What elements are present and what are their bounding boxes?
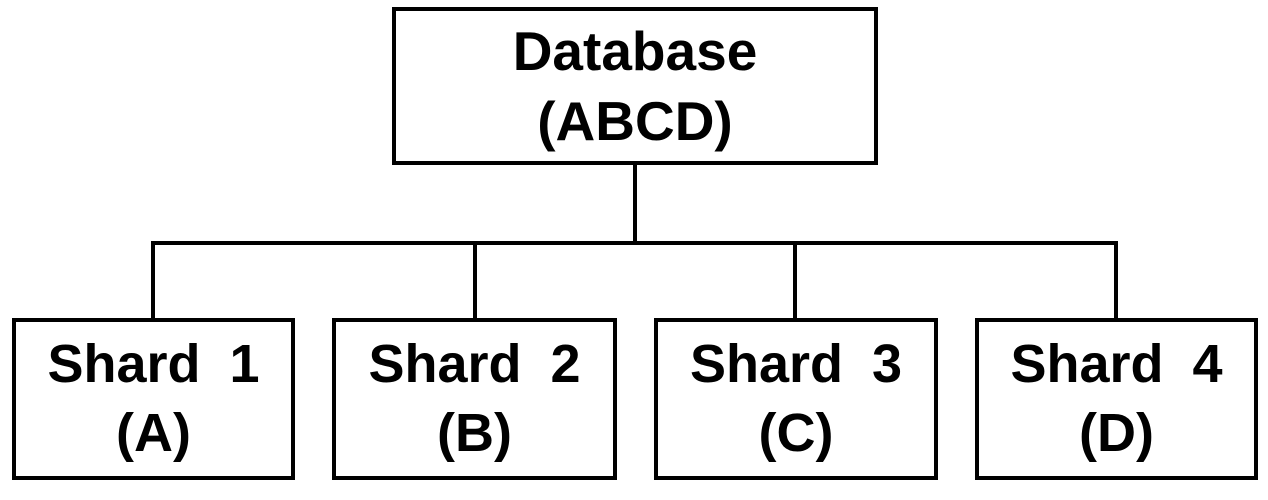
shard-2-subtitle: (B) [437, 403, 512, 463]
connector-drop-shard-1 [151, 241, 155, 318]
shard-1-title: Shard 1 [47, 333, 260, 394]
connector-root-vertical [633, 165, 637, 245]
database-node-title: Database [512, 19, 758, 82]
connector-drop-shard-3 [793, 241, 797, 318]
shard-3-node: Shard 3 (C) [654, 318, 938, 480]
connector-drop-shard-2 [473, 241, 477, 318]
shard-1-node: Shard 1 (A) [12, 318, 295, 480]
shard-4-subtitle: (D) [1079, 403, 1154, 463]
shard-4-node: Shard 4 (D) [975, 318, 1258, 480]
shard-4-title: Shard 4 [1010, 333, 1223, 394]
database-node-subtitle: (ABCD) [537, 90, 733, 152]
shard-3-subtitle: (C) [758, 403, 834, 463]
shard-3-title: Shard 3 [689, 333, 903, 394]
shard-2-title: Shard 2 [368, 333, 581, 394]
shard-1-subtitle: (A) [116, 403, 191, 463]
connector-bus-horizontal [151, 241, 1118, 245]
shard-2-node: Shard 2 (B) [332, 318, 617, 480]
connector-drop-shard-4 [1114, 241, 1118, 318]
database-node: Database (ABCD) [392, 7, 878, 165]
